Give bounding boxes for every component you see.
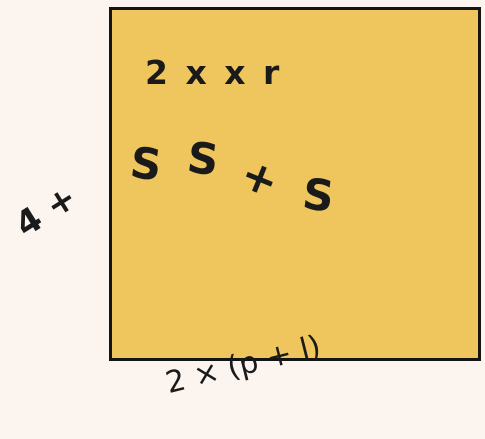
inner-expression-term-1: S: [127, 138, 165, 192]
top-expression: 2 x x r: [145, 53, 283, 92]
yellow-square: [109, 7, 481, 361]
inner-expression-term-2: S: [184, 132, 222, 187]
left-expression: 4 +: [8, 177, 84, 246]
inner-expression-operator: +: [233, 148, 286, 209]
inner-expression-term-3: S: [299, 169, 337, 223]
